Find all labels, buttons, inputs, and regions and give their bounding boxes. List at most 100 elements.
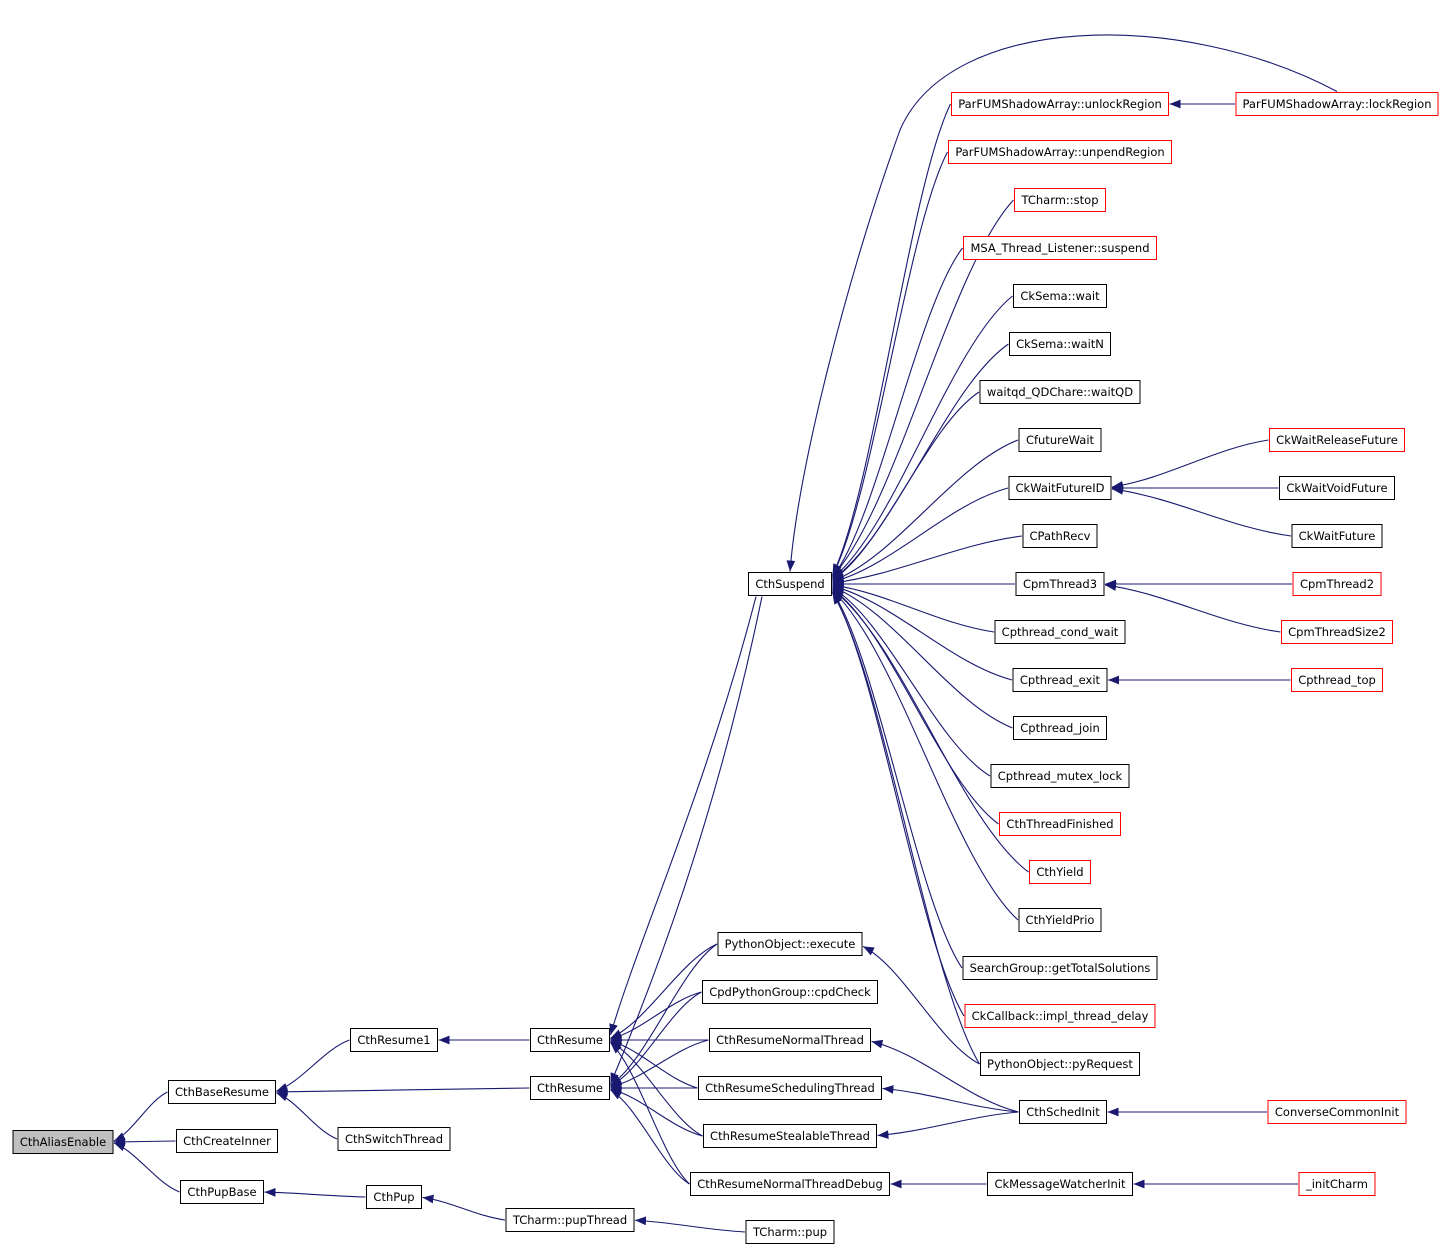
graph-node-initCharm[interactable]: _initCharm (1298, 1172, 1376, 1196)
graph-node-join[interactable]: Cpthread_join (1013, 716, 1107, 740)
graph-node-getTotal[interactable]: SearchGroup::getTotalSolutions (962, 956, 1158, 980)
graph-node-pupBase[interactable]: CthPupBase (180, 1180, 264, 1204)
node-box[interactable] (1279, 476, 1395, 500)
node-box[interactable] (1291, 524, 1383, 548)
graph-node-aliasEnable[interactable]: CthAliasEnable (12, 1130, 114, 1154)
graph-node-resume1[interactable]: CthResume1 (350, 1028, 438, 1052)
node-box[interactable] (350, 1028, 438, 1052)
node-box[interactable] (1018, 428, 1102, 452)
node-box[interactable] (963, 236, 1157, 260)
graph-node-baseResume[interactable]: CthBaseResume (168, 1080, 276, 1104)
node-box[interactable] (530, 1076, 610, 1100)
node-box[interactable] (962, 956, 1158, 980)
node-box[interactable] (1269, 428, 1405, 452)
node-box[interactable] (1235, 92, 1439, 116)
node-box[interactable] (12, 1130, 114, 1154)
graph-node-pupThread[interactable]: TCharm::pupThread (505, 1208, 635, 1232)
node-box[interactable] (1291, 668, 1383, 692)
graph-node-yieldPrio[interactable]: CthYieldPrio (1018, 908, 1102, 932)
graph-node-converseCommon[interactable]: ConverseCommonInit (1267, 1100, 1407, 1124)
node-box[interactable] (1018, 908, 1102, 932)
node-box[interactable] (1015, 572, 1105, 596)
graph-node-pyRequest[interactable]: PythonObject::pyRequest (980, 1052, 1140, 1076)
node-box[interactable] (505, 1208, 635, 1232)
graph-node-resumeB[interactable]: CthResume (530, 1076, 610, 1100)
node-box[interactable] (1009, 332, 1111, 356)
graph-node-resumeA[interactable]: CthResume (530, 1028, 610, 1052)
node-box[interactable] (745, 1220, 835, 1244)
graph-node-rDebug[interactable]: CthResumeNormalThreadDebug (690, 1172, 890, 1196)
node-box[interactable] (337, 1127, 451, 1151)
graph-node-waitFutureID[interactable]: CkWaitFutureID (1008, 476, 1112, 500)
graph-node-schedInit[interactable]: CthSchedInit (1019, 1100, 1107, 1124)
node-box[interactable] (748, 572, 832, 596)
node-box[interactable] (987, 1172, 1133, 1196)
graph-node-cfutureWait[interactable]: CfutureWait (1018, 428, 1102, 452)
node-box[interactable] (1298, 1172, 1376, 1196)
graph-node-msgWatcher[interactable]: CkMessageWatcherInit (987, 1172, 1133, 1196)
node-box[interactable] (366, 1185, 422, 1209)
graph-node-cpdCheck[interactable]: CpdPythonGroup::cpdCheck (702, 980, 878, 1004)
node-box[interactable] (1013, 284, 1107, 308)
node-box[interactable] (1292, 572, 1382, 596)
node-box[interactable] (1012, 668, 1108, 692)
graph-node-cpmThread2[interactable]: CpmThread2 (1292, 572, 1382, 596)
node-box[interactable] (1022, 524, 1098, 548)
graph-node-mutexLock[interactable]: Cpthread_mutex_lock (990, 764, 1130, 788)
graph-node-lockRegion[interactable]: ParFUMShadowArray::lockRegion (1235, 92, 1439, 116)
graph-node-cpmThread3[interactable]: CpmThread3 (1015, 572, 1105, 596)
graph-node-threadFinished[interactable]: CthThreadFinished (999, 812, 1121, 836)
graph-node-cpmSize2[interactable]: CpmThreadSize2 (1281, 620, 1393, 644)
node-box[interactable] (176, 1129, 278, 1153)
graph-node-createInner[interactable]: CthCreateInner (176, 1129, 278, 1153)
graph-node-waitRelease[interactable]: CkWaitReleaseFuture (1269, 428, 1405, 452)
node-box[interactable] (717, 932, 863, 956)
graph-node-rNormal[interactable]: CthResumeNormalThread (709, 1028, 871, 1052)
node-box[interactable] (964, 1004, 1156, 1028)
node-box[interactable] (980, 1052, 1140, 1076)
node-box[interactable] (1029, 860, 1091, 884)
node-box[interactable] (951, 92, 1169, 116)
node-box[interactable] (1008, 476, 1112, 500)
node-box[interactable] (994, 620, 1126, 644)
graph-node-stop[interactable]: TCharm::stop (1014, 188, 1106, 212)
node-box[interactable] (948, 140, 1172, 164)
graph-node-cpathRecv[interactable]: CPathRecv (1022, 524, 1098, 548)
graph-node-unlockRegion[interactable]: ParFUMShadowArray::unlockRegion (951, 92, 1169, 116)
node-box[interactable] (1281, 620, 1393, 644)
graph-node-rSched[interactable]: CthResumeSchedulingThread (698, 1076, 882, 1100)
node-box[interactable] (703, 1124, 877, 1148)
node-box[interactable] (999, 812, 1121, 836)
node-box[interactable] (702, 980, 878, 1004)
graph-node-unpendRegion[interactable]: ParFUMShadowArray::unpendRegion (948, 140, 1172, 164)
node-box[interactable] (709, 1028, 871, 1052)
node-box[interactable] (990, 764, 1130, 788)
graph-node-msaSuspend[interactable]: MSA_Thread_Listener::suspend (963, 236, 1157, 260)
node-box[interactable] (1267, 1100, 1407, 1124)
graph-node-waitN[interactable]: CkSema::waitN (1009, 332, 1111, 356)
node-box[interactable] (530, 1028, 610, 1052)
graph-node-pup[interactable]: CthPup (366, 1185, 422, 1209)
graph-node-suspend[interactable]: CthSuspend (748, 572, 832, 596)
graph-node-implDelay[interactable]: CkCallback::impl_thread_delay (964, 1004, 1156, 1028)
node-box[interactable] (1013, 716, 1107, 740)
graph-node-top[interactable]: Cpthread_top (1291, 668, 1383, 692)
node-box[interactable] (168, 1080, 276, 1104)
graph-node-exit[interactable]: Cpthread_exit (1012, 668, 1108, 692)
graph-node-switchThread[interactable]: CthSwitchThread (337, 1127, 451, 1151)
node-box[interactable] (690, 1172, 890, 1196)
graph-node-yield[interactable]: CthYield (1029, 860, 1091, 884)
node-box[interactable] (979, 380, 1141, 404)
graph-node-waitVoid[interactable]: CkWaitVoidFuture (1279, 476, 1395, 500)
node-box[interactable] (698, 1076, 882, 1100)
graph-node-waitFuture[interactable]: CkWaitFuture (1291, 524, 1383, 548)
graph-node-wait[interactable]: CkSema::wait (1013, 284, 1107, 308)
graph-node-tcpup[interactable]: TCharm::pup (745, 1220, 835, 1244)
node-box[interactable] (1014, 188, 1106, 212)
graph-node-rSteal[interactable]: CthResumeStealableThread (703, 1124, 877, 1148)
node-box[interactable] (1019, 1100, 1107, 1124)
graph-node-waitQD[interactable]: waitqd_QDChare::waitQD (979, 380, 1141, 404)
graph-node-condWait[interactable]: Cpthread_cond_wait (994, 620, 1126, 644)
graph-node-execute[interactable]: PythonObject::execute (717, 932, 863, 956)
node-box[interactable] (180, 1180, 264, 1204)
